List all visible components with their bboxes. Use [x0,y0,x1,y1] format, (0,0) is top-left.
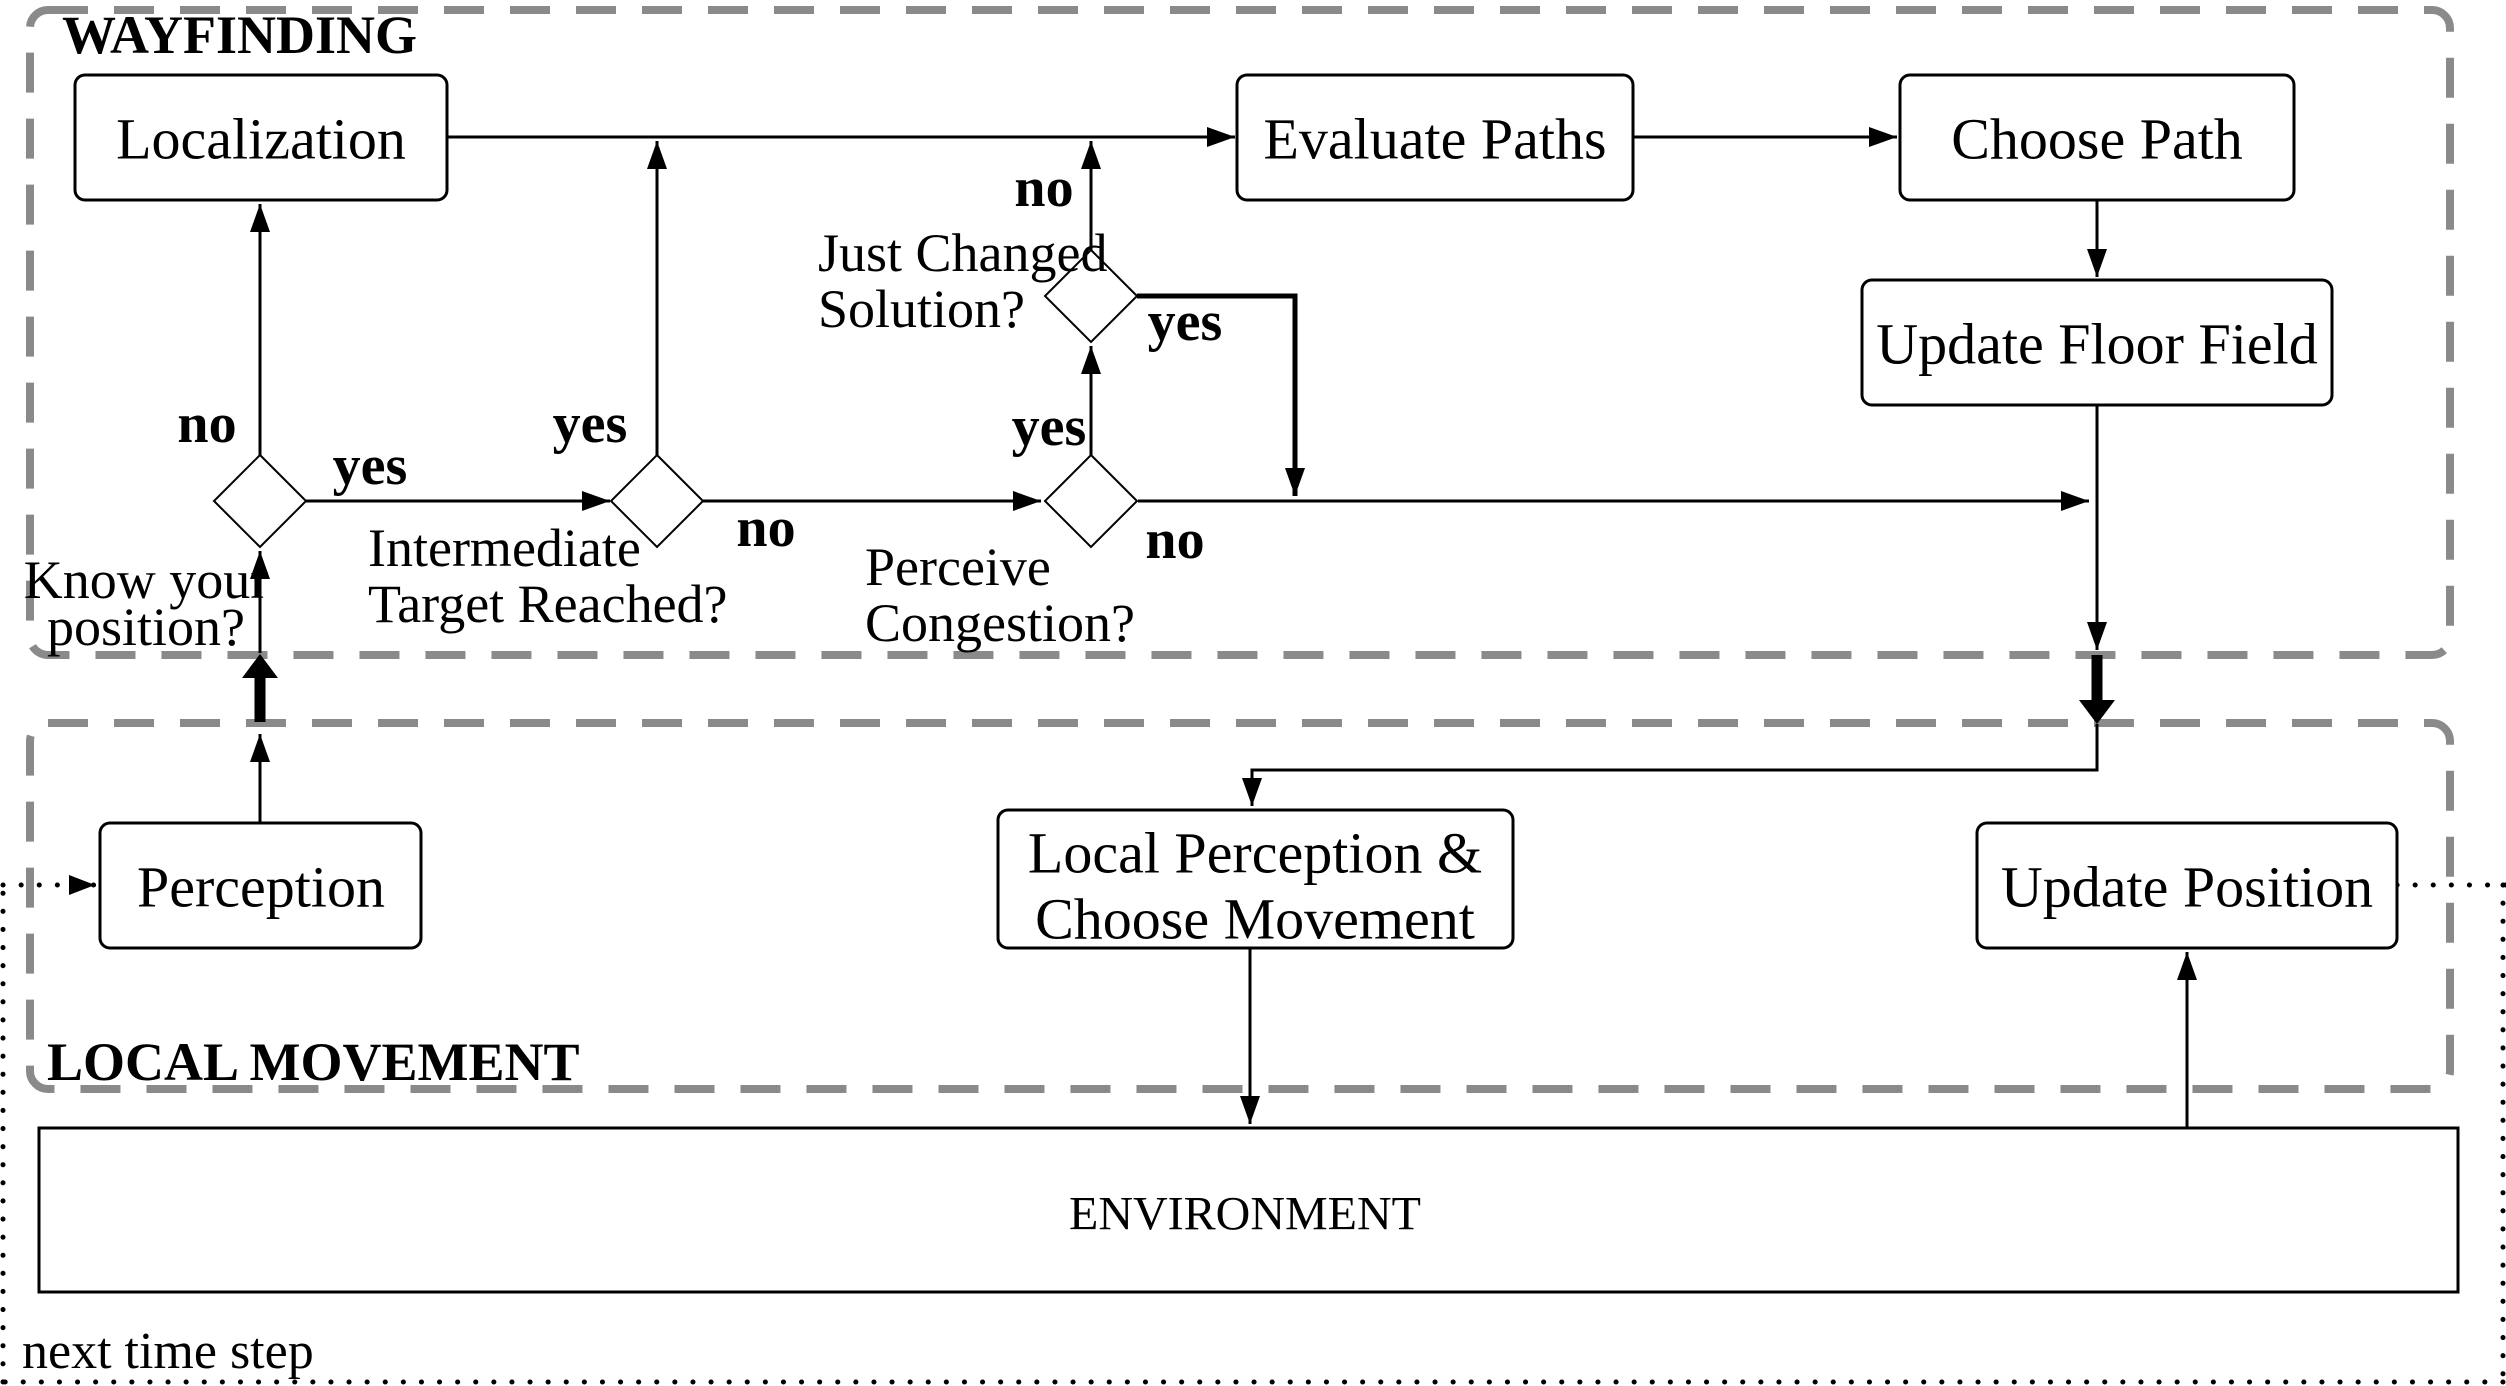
label-congestion-line1: Perceive [865,537,1051,597]
label-know-position-line2: position? [47,597,245,657]
edge-label-know-position-no: no [177,393,236,455]
label-local-perception-line2: Choose Movement [1035,887,1475,952]
label-localization: Localization [116,107,406,172]
edge-label-just-changed-no: no [1014,157,1073,219]
label-intermediate-line2: Target Reached? [368,574,728,634]
local-movement-region-border [26,719,2454,1093]
box-update-position [1975,821,2399,950]
box-localization [73,73,449,202]
label-environment: ENVIRONMENT [1069,1188,1421,1241]
arrow-just-changed-yes-elbow [1137,293,1305,496]
label-intermediate-line1: Intermediate [368,518,641,578]
diamond-intermediate-target-reached [609,453,705,549]
label-congestion-line2: Congestion? [865,593,1135,653]
edge-label-intermediate-yes: yes [553,393,628,455]
thick-arrow-perception-to-wayfinding-head [242,654,278,678]
edge-label-congestion-no: no [1145,509,1204,571]
box-choose-path [1898,73,2296,202]
edge-label-intermediate-no: no [736,497,795,559]
label-just-changed-line1: Just Changed [818,223,1108,283]
edge-label-know-position-yes: yes [333,435,408,497]
box-evaluate-paths [1235,73,1635,202]
diamond-perceive-congestion [1043,453,1139,549]
wayfinding-region-border [26,6,2454,659]
arrow-elbow-to-local-perception [1242,724,2099,806]
label-local-perception-line1: Local Perception & [1028,821,1482,886]
label-update-position: Update Position [2001,855,2373,920]
edge-label-congestion-yes: yes [1012,396,1087,458]
wayfinding-region-title: WAYFINDING [62,5,417,65]
label-perception: Perception [137,855,385,920]
label-just-changed-line2: Solution? [818,279,1025,339]
local-movement-region-title: LOCAL MOVEMENT [47,1032,580,1092]
label-choose-path: Choose Path [1951,107,2243,172]
label-update-floor-field: Update Floor Field [1876,312,2317,377]
label-evaluate-paths: Evaluate Paths [1263,107,1606,172]
edge-label-just-changed-yes: yes [1148,291,1223,353]
label-next-time-step: next time step [22,1323,314,1380]
diamond-know-your-position [212,453,308,549]
box-local-perception-choose-movement [996,808,1515,950]
box-environment [37,1126,2460,1294]
thick-arrow-wayfinding-to-local-movement-head [2079,700,2115,724]
box-update-floor-field [1860,278,2334,407]
label-know-position-line1: Know your [24,550,268,610]
box-perception [98,821,423,950]
diamond-just-changed-solution [1043,248,1139,344]
